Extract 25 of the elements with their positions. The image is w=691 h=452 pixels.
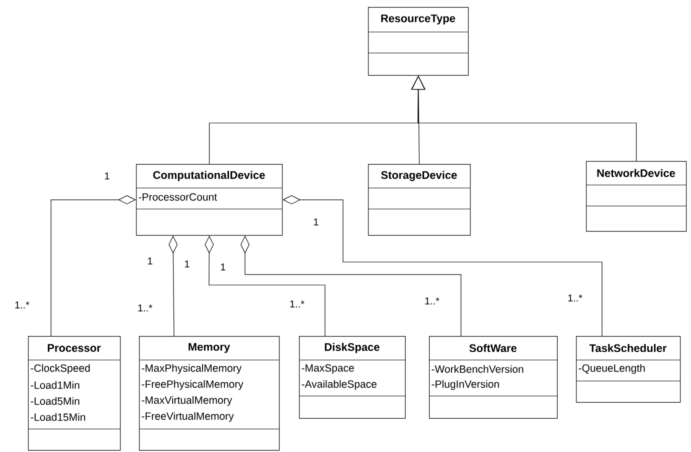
class-box: NetworkDevice [586,161,687,232]
multiplicity-label: 1 [221,264,226,270]
class-box: ResourceType [368,7,469,76]
multiplicity-label: 1 [105,172,110,180]
multiplicity-label: 1 [148,258,152,264]
multiplicity-label: 1 [314,218,318,226]
generalization-arrow [411,76,637,162]
class-box: DiskSpace -MaxSpace -AvailableSpace [298,336,406,419]
class-box: StorageDevice [368,164,471,236]
aggregation-line [282,195,602,336]
aggregation-line [50,195,136,336]
aggregation-line [168,236,178,336]
class-box: Memory -MaxPhysicalMemory -FreePhysicalMemory -MaxVirtualMemory -FreeVirtualMemory [138,336,280,451]
aggregation-line [240,236,462,336]
aggregation-line [204,236,326,336]
multiplicity-label: 1 [185,260,190,268]
multiplicity-label: 1..* [425,298,440,304]
multiplicity-label: 1..* [290,300,304,308]
class-box: Processor -ClockSpeed -Load1Min -Load5Min -Load15Min [28,336,121,451]
class-box: ComputationalDevice -ProcessorCount [136,164,283,236]
multiplicity-label: 1..* [15,302,30,308]
class-box: TaskScheduler -QueueLength [576,336,681,403]
class-box: SoftWare -WorkBenchVersion -PlugInVersion [428,336,558,419]
multiplicity-label: 1..* [568,294,582,302]
multiplicity-label: 1..* [138,304,152,312]
